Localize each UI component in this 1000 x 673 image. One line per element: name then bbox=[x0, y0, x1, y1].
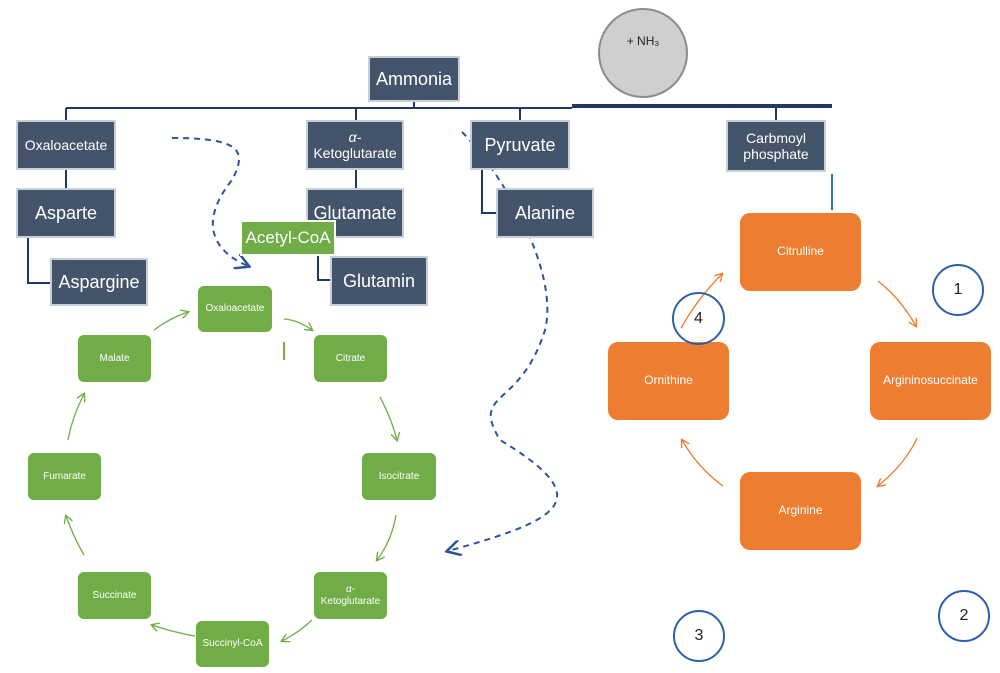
glutamine-box: Glutamin bbox=[330, 256, 428, 306]
tca-succinate-label: Succinate bbox=[92, 589, 137, 601]
tca-isocitrate: Isocitrate bbox=[362, 453, 436, 500]
arrow-oxaloacetate-citrate bbox=[283, 318, 312, 330]
arrow-ketoglutarate-succinylcoa bbox=[282, 619, 313, 641]
tca-isocitrate-label: Isocitrate bbox=[378, 470, 420, 482]
ammonia-box: Ammonia bbox=[368, 56, 460, 102]
arrow-citrulline-argininosuccinate bbox=[877, 280, 916, 326]
urea-arginine: Arginine bbox=[740, 472, 861, 550]
step-number-4: 4 bbox=[672, 292, 725, 345]
link-aspartate-asparagine bbox=[27, 237, 52, 284]
ketoglutarate-prefix: α- bbox=[348, 128, 362, 145]
tca-fumarate: Fumarate bbox=[28, 453, 101, 500]
aspartate-label: Asparte bbox=[34, 202, 98, 223]
dashed-pathways bbox=[171, 131, 559, 551]
urea-ornithine-label: Ornithine bbox=[644, 373, 693, 388]
carbamoyl-line2: phosphate bbox=[743, 146, 809, 162]
arrow-malate-oxaloacetate bbox=[153, 312, 188, 331]
ketoglutarate-box: α- Ketoglutarate bbox=[306, 120, 404, 170]
step-number-1-label: 1 bbox=[953, 281, 963, 298]
step-number-3-label: 3 bbox=[694, 627, 704, 644]
nh3-circle: + NH₃ bbox=[598, 8, 688, 98]
urea-argininosuccinate: Argininosuccinate bbox=[870, 342, 991, 420]
arrow-isocitrate-ketoglutarate bbox=[377, 514, 397, 560]
arrow-succinylcoa-succinate bbox=[152, 625, 196, 637]
glutamate-label: Glutamate bbox=[313, 202, 397, 223]
pyruvate-box: Pyruvate bbox=[470, 120, 570, 170]
acetyl-coa-label: Acetyl-CoA bbox=[245, 228, 331, 248]
step-number-1: 1 bbox=[932, 264, 984, 316]
tca-citrate: Citrate bbox=[314, 335, 387, 382]
carbamoyl-box: Carbmoyl phosphate bbox=[726, 120, 826, 172]
nh3-label: + NH₃ bbox=[626, 34, 660, 48]
alanine-label: Alanine bbox=[514, 202, 576, 223]
tca-succinate: Succinate bbox=[78, 572, 151, 619]
arrow-fumarate-malate bbox=[67, 394, 84, 441]
dashed-to-acetyl-coa bbox=[171, 137, 248, 266]
step-number-2-label: 2 bbox=[959, 607, 969, 624]
urea-citrulline-label: Citrulline bbox=[777, 244, 824, 259]
aspartate-box: Asparte bbox=[16, 188, 116, 238]
alanine-box: Alanine bbox=[496, 188, 594, 238]
tca-succinyl-coa: Succinyl-CoA bbox=[196, 621, 269, 667]
asparagine-box: Aspargine bbox=[50, 258, 148, 306]
tca-arrows bbox=[66, 312, 397, 641]
ketoglutarate-label: Ketoglutarate bbox=[313, 145, 397, 161]
urea-citrulline: Citrulline bbox=[740, 213, 861, 291]
tca-ketoglutarate-label: Ketoglutarate bbox=[320, 595, 381, 607]
urea-arginine-label: Arginine bbox=[778, 503, 823, 518]
tca-succinyl-coa-label: Succinyl-CoA bbox=[202, 638, 263, 650]
oxaloacetate-box: Oxaloacetate bbox=[16, 120, 116, 170]
tree-connectors bbox=[27, 100, 833, 284]
glutamine-label: Glutamin bbox=[342, 270, 416, 291]
arrow-citrate-isocitrate bbox=[379, 396, 397, 440]
asparagine-label: Aspargine bbox=[58, 271, 140, 292]
acetyl-coa-box: Acetyl-CoA bbox=[240, 220, 336, 256]
tca-citrate-label: Citrate bbox=[335, 352, 366, 364]
tca-ketoglutarate: α- Ketoglutarate bbox=[314, 572, 387, 619]
tca-oxaloacetate: Oxaloacetate bbox=[198, 286, 272, 332]
arrow-arginine-ornithine bbox=[682, 440, 724, 487]
tca-fumarate-label: Fumarate bbox=[43, 470, 86, 482]
urea-ornithine: Ornithine bbox=[608, 342, 729, 420]
carbamoyl-line1: Carbmoyl bbox=[746, 129, 806, 146]
step-number-3: 3 bbox=[673, 610, 725, 662]
tca-ketoglutarate-prefix: α- bbox=[345, 584, 356, 595]
tca-oxaloacetate-label: Oxaloacetate bbox=[205, 303, 265, 315]
urea-argininosuccinate-label: Argininosuccinate bbox=[883, 373, 978, 388]
tca-malate-label: Malate bbox=[99, 352, 130, 364]
oxaloacetate-label: Oxaloacetate bbox=[24, 136, 108, 153]
tca-malate: Malate bbox=[78, 335, 151, 382]
arrow-argininosuccinate-arginine bbox=[878, 437, 918, 486]
pyruvate-label: Pyruvate bbox=[484, 134, 556, 155]
ammonia-label: Ammonia bbox=[375, 68, 453, 89]
arrow-succinate-fumarate bbox=[66, 516, 85, 556]
link-pyruvate-alanine bbox=[481, 168, 500, 214]
step-number-2: 2 bbox=[938, 590, 990, 642]
step-number-4-label: 4 bbox=[694, 309, 703, 327]
